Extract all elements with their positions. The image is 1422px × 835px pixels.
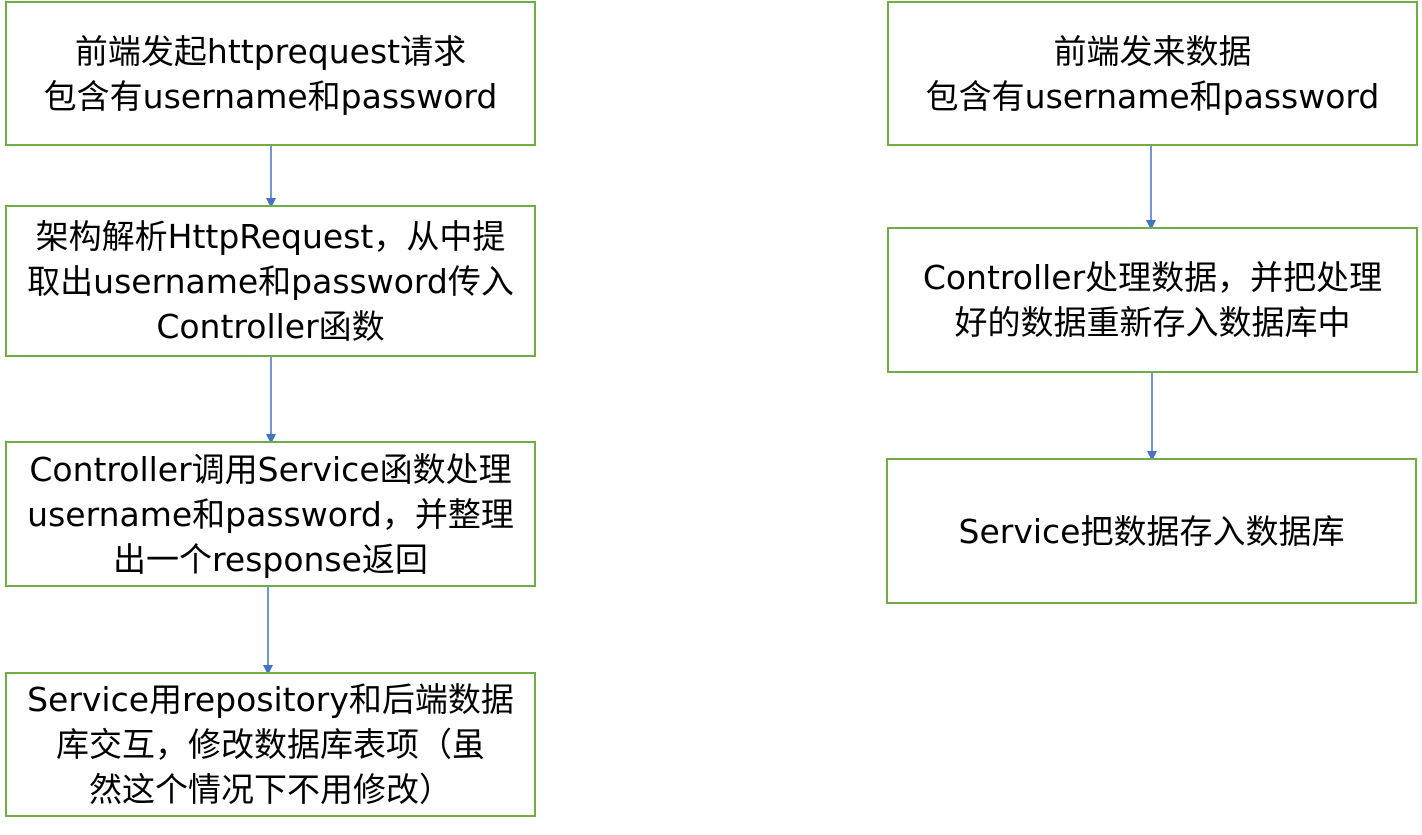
flow-step-framework-parse: 架构解析HttpRequest，从中提 取出username和password传… xyxy=(5,205,536,357)
step-text-line: 包含有username和password xyxy=(43,76,498,116)
step-text-line: Service把数据存入数据库 xyxy=(958,511,1345,551)
step-text-line: username和password，并整理 xyxy=(27,494,514,534)
step-text-line: 包含有username和password xyxy=(925,76,1380,116)
step-text-line: Controller处理数据，并把处理 xyxy=(922,258,1383,297)
flow-step-service-repository: Service用repository和后端数据 库交互，修改数据库表项（虽 然这… xyxy=(5,672,536,817)
step-text-line: 然这个情况下不用修改） xyxy=(89,770,452,809)
step-text-line: 前端发来数据 xyxy=(1053,31,1252,71)
step-text-line: 取出username和password传入 xyxy=(27,261,514,301)
flow-step-controller-process: Controller处理数据，并把处理 好的数据重新存入数据库中 xyxy=(887,227,1418,373)
step-text-line: 出一个response返回 xyxy=(113,539,428,579)
flow-step-controller-call: Controller调用Service函数处理 username和passwor… xyxy=(5,441,536,587)
step-text-line: 好的数据重新存入数据库中 xyxy=(954,303,1351,342)
step-text-line: Controller调用Service函数处理 xyxy=(29,449,512,489)
flow-step-service-store: Service把数据存入数据库 xyxy=(886,458,1417,604)
step-text-line: 架构解析HttpRequest，从中提 xyxy=(35,216,506,256)
flow-step-frontend-data: 前端发来数据 包含有username和password xyxy=(887,1,1418,146)
step-text-line: 前端发起httprequest请求 xyxy=(74,31,467,71)
flow-step-frontend-request: 前端发起httprequest请求 包含有username和password xyxy=(5,1,536,146)
step-text-line: 库交互，修改数据库表项（虽 xyxy=(56,725,485,764)
step-text-line: Controller函数 xyxy=(156,306,385,346)
step-text-line: Service用repository和后端数据 xyxy=(27,680,514,719)
